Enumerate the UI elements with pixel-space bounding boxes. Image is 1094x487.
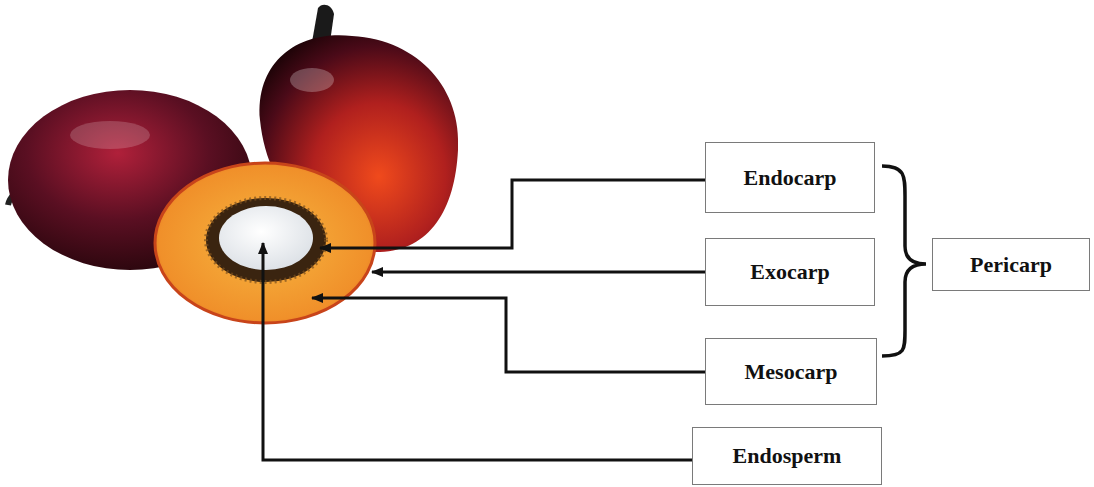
part-name: Exocarp bbox=[750, 259, 829, 285]
part-name: Endosperm bbox=[733, 443, 842, 469]
leader-arrow bbox=[372, 271, 705, 274]
pericarp-brace bbox=[882, 166, 926, 356]
part-name: Pericarp bbox=[970, 252, 1052, 278]
part-name: Endocarp bbox=[744, 165, 837, 191]
label-box: Exocarp bbox=[705, 238, 875, 306]
endocarp-shell bbox=[206, 198, 326, 282]
leader-arrow bbox=[312, 298, 705, 372]
label-box: Endosperm bbox=[692, 427, 882, 485]
part-name: Mesocarp bbox=[745, 359, 838, 385]
leader-arrow bbox=[320, 180, 705, 248]
label-box: Mesocarp bbox=[705, 338, 877, 405]
endosperm-kernel bbox=[219, 206, 313, 270]
leader-arrow bbox=[263, 243, 692, 460]
label-box: Pericarp bbox=[932, 238, 1090, 291]
label-box: Endocarp bbox=[705, 142, 875, 213]
